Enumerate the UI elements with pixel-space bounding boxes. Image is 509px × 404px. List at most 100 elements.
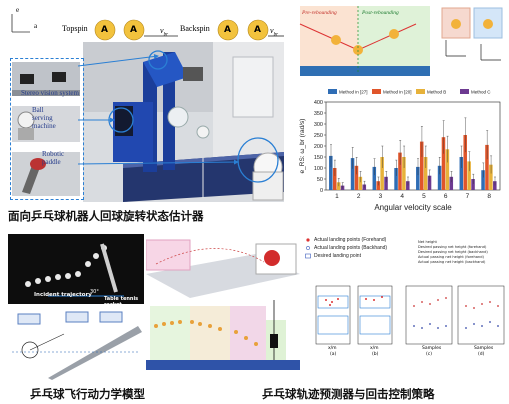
x-tick-label: 5 (422, 193, 426, 200)
robot-photo (83, 42, 284, 202)
dynamics-diagram (8, 308, 144, 380)
post-rebounding-label: Post-rebounding (362, 10, 399, 16)
x-tick-label: 4 (400, 193, 404, 200)
sub-b: (b) (372, 352, 379, 357)
xlabel-c: Samples (422, 346, 442, 351)
legend-label: Method B (427, 90, 446, 95)
bar (427, 175, 432, 190)
topspin-ball-letter-2: A (130, 25, 137, 35)
trajectory-photo (8, 234, 144, 304)
stereo-label: Stereo vision system (21, 89, 79, 97)
backspin-ball-a (217, 19, 239, 41)
bar (437, 165, 442, 190)
bar (449, 176, 454, 190)
legend-swatch (328, 89, 337, 94)
bar (362, 184, 367, 190)
bar (416, 166, 420, 190)
x-tick-label: 3 (379, 193, 383, 200)
bar (329, 155, 333, 190)
bar (489, 164, 493, 190)
robotic-paddle-image (12, 152, 80, 196)
y-tick-label: 400 (314, 100, 323, 106)
topspin-ball-letter: A (101, 25, 108, 35)
y-tick-label: 350 (314, 111, 323, 117)
axis-a: a (34, 22, 38, 30)
predictor-panel (146, 234, 300, 380)
bar (384, 176, 388, 190)
backspin-ball-letter-2: A (254, 25, 261, 35)
y-tick-label: 200 (314, 144, 323, 150)
legend-label: Method C (471, 90, 491, 95)
backspin-label: Backspin (180, 24, 210, 33)
bar (485, 144, 489, 190)
legend-label: Method in [20] (383, 90, 412, 95)
bar (406, 181, 410, 190)
racket-label: Table tennis racket (104, 296, 139, 308)
bar (350, 158, 355, 190)
caption-dynamics: 乒乓球飞行动力学模型 (30, 387, 145, 401)
caption-predictor: 乒乓球轨迹预测器与回击控制策略 (262, 387, 435, 401)
bar (463, 135, 467, 190)
bar (398, 152, 402, 190)
landing-panel: Actual landing points (Forehand) Actual … (302, 234, 506, 380)
ball-serving-label: Ball serving machine (32, 106, 56, 130)
x-tick-label: 2 (357, 193, 361, 200)
angle-label: 30° (90, 289, 99, 295)
x-tick-label: 6 (444, 193, 448, 200)
x-axis-label: Angular velocity scale (374, 203, 452, 212)
bar (354, 165, 359, 190)
inset-frame (10, 58, 84, 200)
y-tick-label: 300 (314, 122, 323, 128)
landing-legend-1: Actual landing points (Forehand) (314, 237, 387, 243)
xlabel-a: x/m (328, 346, 337, 351)
landing-legend-3: Desired landing point (314, 253, 361, 259)
bar (419, 141, 424, 190)
legend-swatch (416, 89, 425, 94)
x-tick-label: 7 (466, 193, 470, 200)
y-tick-label: 100 (314, 166, 323, 172)
bar (459, 157, 464, 190)
backspin-ball-letter: A (224, 25, 231, 35)
bar (332, 168, 337, 190)
trajectory-panel: Incident trajectory Table tennis racket … (8, 234, 144, 380)
bar (441, 137, 446, 190)
callout-arrows (77, 54, 239, 165)
predictor-diagram (146, 234, 300, 380)
bar (467, 161, 471, 190)
xlabel-d: Samples (474, 346, 494, 351)
paddle-label: Robotic paddle (42, 150, 65, 166)
landing-plots (302, 234, 506, 380)
bar (423, 157, 428, 190)
rebound-diagram (299, 6, 503, 76)
topspin-ball-a (94, 19, 116, 41)
legend-label: Method in [27] (339, 90, 368, 95)
y-tick-label: 50 (317, 177, 323, 183)
stereo-camera-image (12, 62, 80, 96)
bar (402, 157, 406, 190)
sub-c: (c) (426, 352, 432, 357)
bar (471, 179, 475, 190)
sub-a: (a) (330, 352, 337, 357)
rebound-panel: Pre-rebounding Post-rebounding (296, 4, 506, 86)
bar (481, 170, 485, 190)
x-tick-label: 1 (335, 193, 339, 200)
topspin-ball-b (123, 19, 145, 41)
y-tick-label: 0 (320, 188, 323, 194)
y-axis-label: e_RS: ω_br (rad/s) (299, 119, 306, 174)
incident-trajectory-label: Incident trajectory (34, 292, 92, 298)
bar (340, 185, 345, 190)
x-tick-label: 8 (487, 193, 491, 200)
bar (372, 166, 377, 190)
right-legend: Net height Desired passing net height (f… (418, 240, 488, 264)
bar (358, 176, 363, 190)
bar (493, 181, 497, 190)
bar (376, 181, 380, 190)
bar (445, 149, 450, 190)
bar (380, 157, 384, 190)
pre-rebounding-label: Pre-rebounding (302, 10, 337, 16)
xlabel-b: x/m (370, 346, 379, 351)
axis-e: e (16, 6, 20, 14)
legend-swatch (372, 89, 381, 94)
robot-panel: Stereo vision system Ball serving machin… (8, 4, 284, 202)
